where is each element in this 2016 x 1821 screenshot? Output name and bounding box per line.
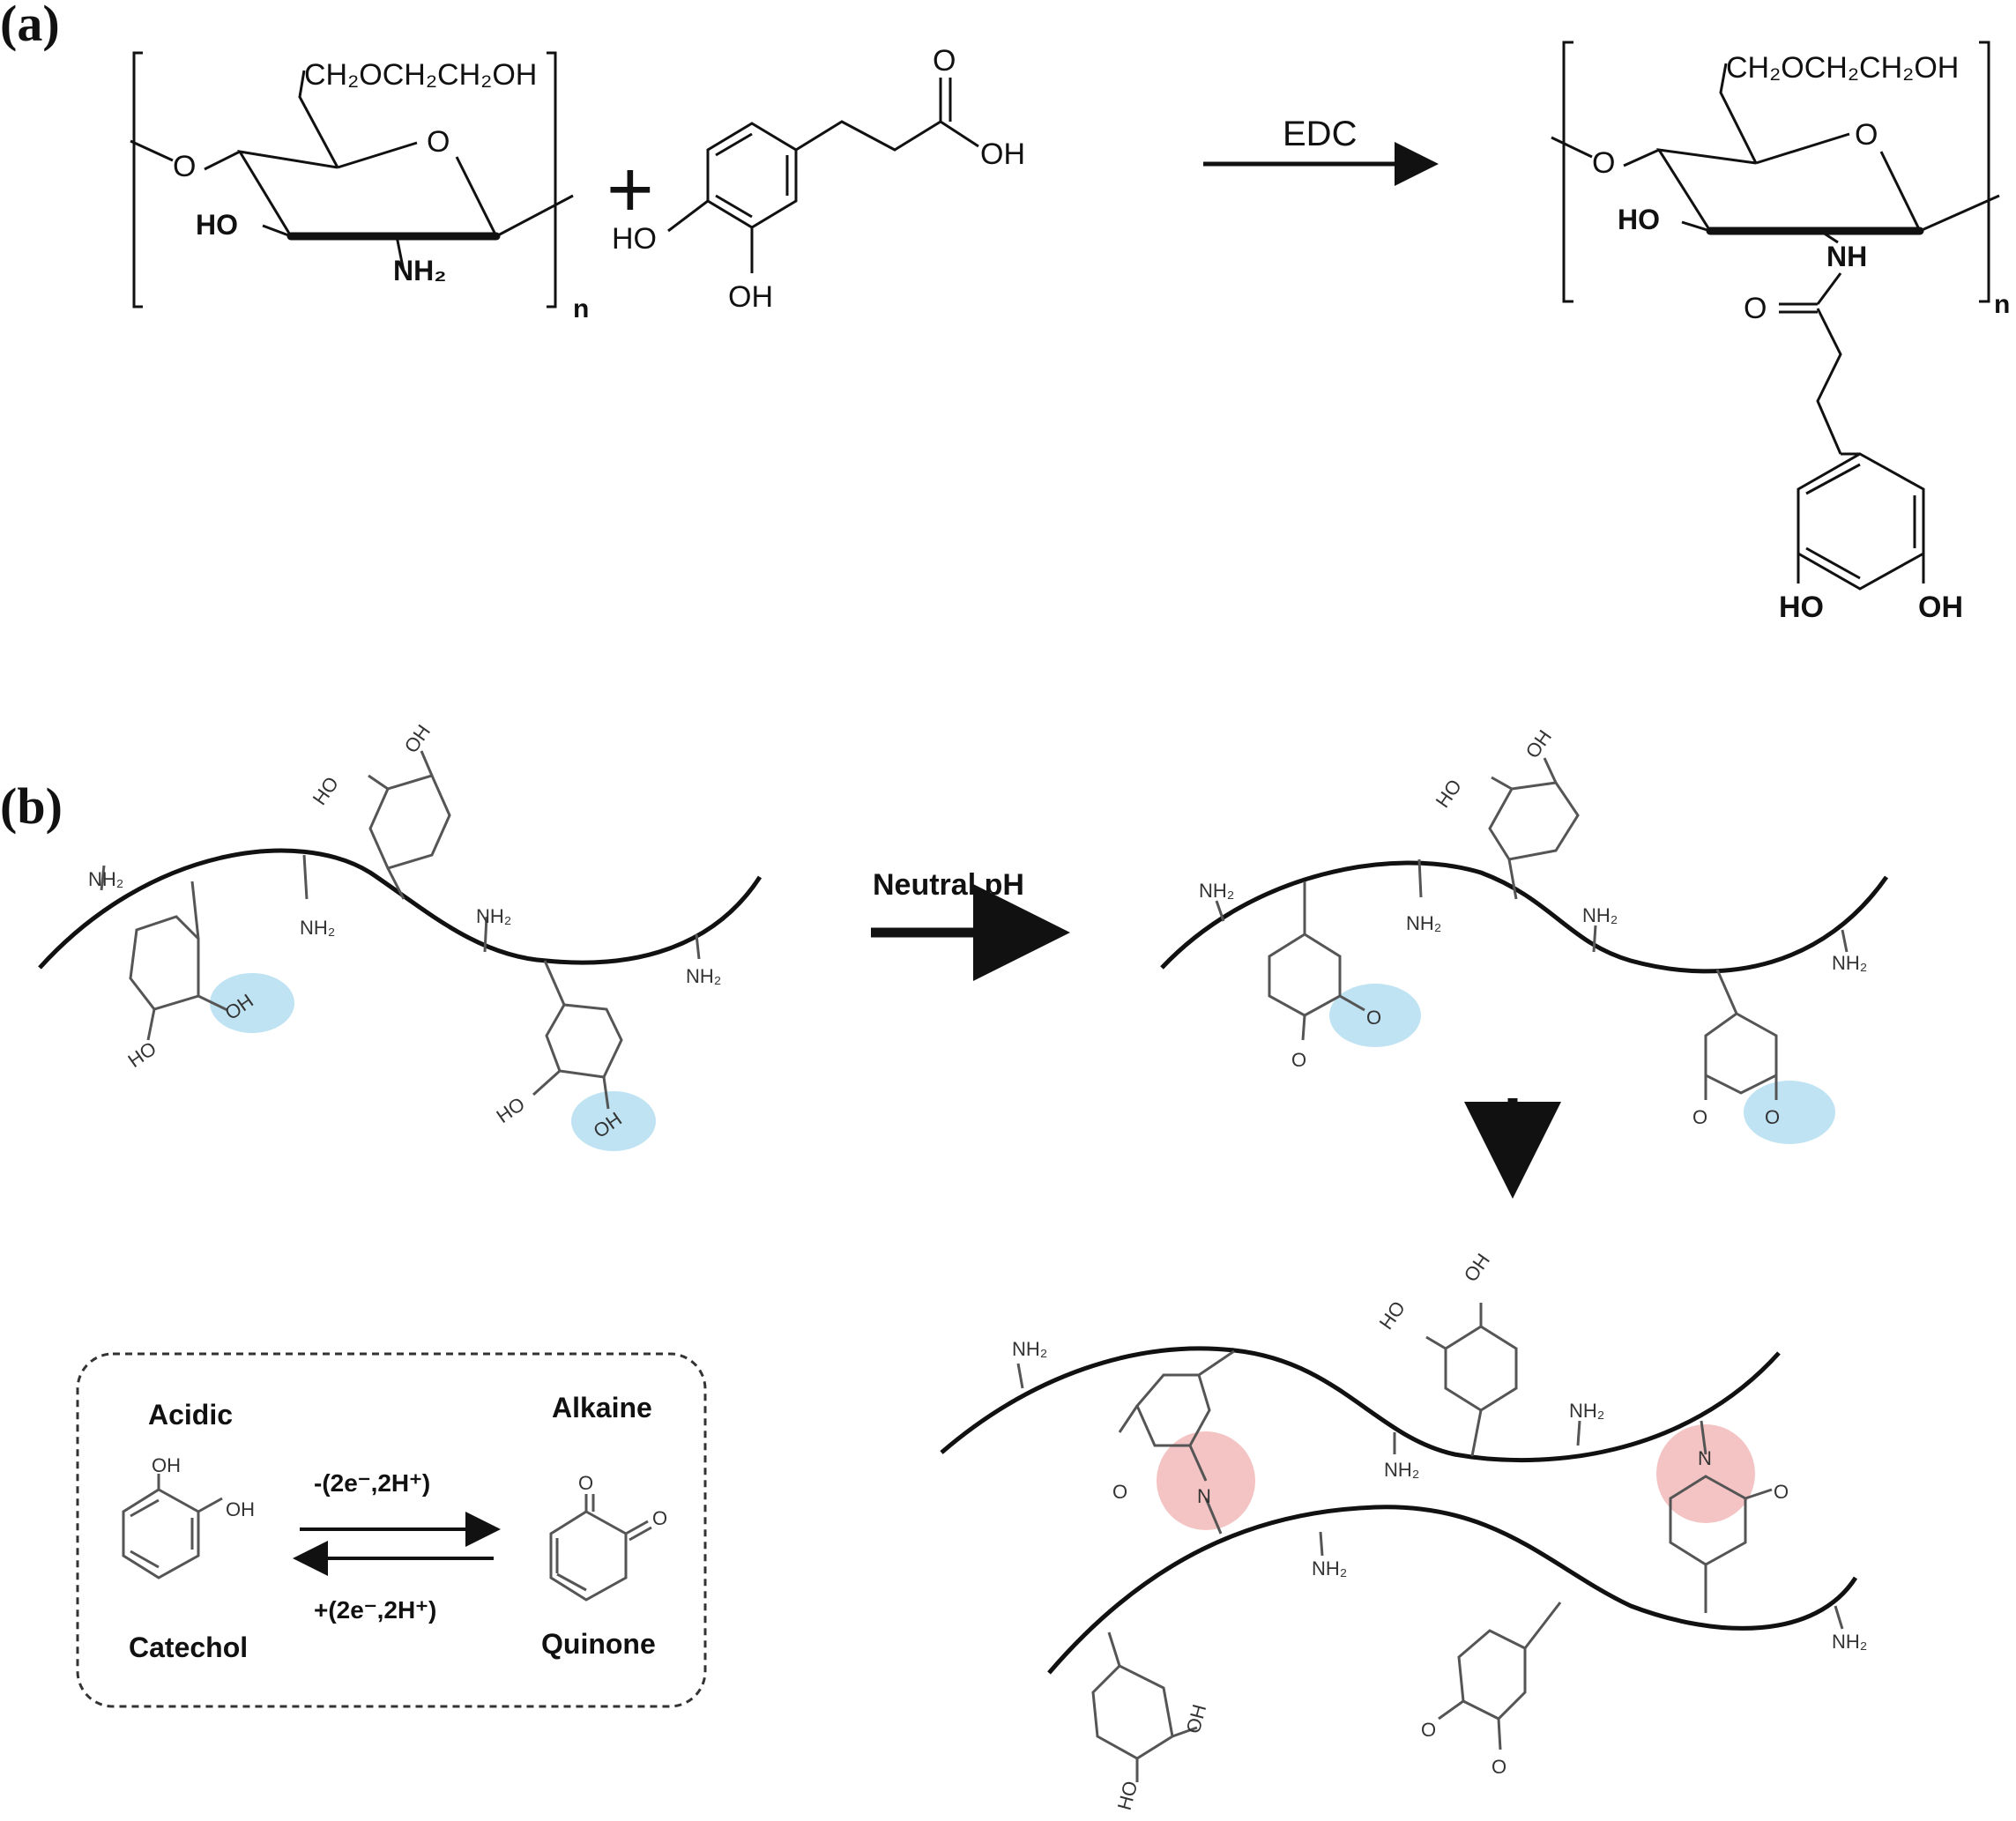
amine-label: NH₂ <box>1312 1557 1347 1579</box>
product-hydroxyl: HO <box>1618 204 1660 235</box>
hydroxyl-label: OH <box>1182 1702 1211 1736</box>
oxygen-label: O <box>1692 1106 1707 1128</box>
hydroxyl-label: OH <box>1460 1249 1494 1285</box>
amine-label: NH₂ <box>1012 1338 1047 1360</box>
neutral-ph-label: Neutral pH <box>873 868 1024 902</box>
crosslinked-network: NH₂ NH₂ NH₂ NH₂ NH₂ N O HO OH N O OH HO <box>940 1249 1867 1812</box>
hydroxyl-label: HO <box>1113 1779 1142 1812</box>
amine-label: NH₂ <box>1384 1459 1419 1481</box>
quinone-chain-oxidized: NH₂ NH₂ NH₂ NH₂ O O HO OH O O <box>1160 725 1889 1144</box>
legend-quinone-o-1: O <box>578 1472 593 1494</box>
panel-a-label: (a) <box>0 0 60 52</box>
amine-label: NH₂ <box>1832 1631 1867 1653</box>
product-repeat-n: n <box>1994 290 2010 319</box>
legend-alkaline: Alkaine <box>552 1392 652 1423</box>
amine-label: NH₂ <box>1406 912 1441 934</box>
chitosan-amine: NH₂ <box>393 255 446 286</box>
catechol-chitosan-product: CH₂OCH₂CH₂OH O O HO NH n O HO OH <box>1551 41 2010 624</box>
oxygen-label: O <box>1765 1106 1780 1128</box>
hydrocaffeic-acid: O OH HO OH <box>612 44 1025 314</box>
legend-box <box>76 1352 707 1708</box>
hydroxyl-label: HO <box>309 772 343 808</box>
chitosan-glycosidic-oxygen: O <box>173 150 196 183</box>
hydroxyethyl-chitosan-unit: CH₂OCH₂CH₂OH O O HO NH₂ n <box>130 51 589 323</box>
oxygen-label: O <box>1774 1481 1789 1503</box>
legend-catechol: Catechol <box>129 1631 248 1663</box>
product-side-chain: CH₂OCH₂CH₂OH <box>1726 51 1959 85</box>
product-catechol-ho: HO <box>1779 591 1824 624</box>
catechol-chain-neutral: NH₂ NH₂ NH₂ NH₂ OH HO HO OH HO OH <box>38 720 763 1151</box>
imine-highlight <box>1656 1424 1755 1523</box>
imine-nitrogen: N <box>1698 1447 1712 1469</box>
plus-sign: + <box>606 145 654 234</box>
catechol-hydroxyl-2: OH <box>728 280 773 314</box>
legend-catechol-oh-1: OH <box>152 1454 181 1476</box>
imine-nitrogen: N <box>1197 1485 1211 1507</box>
amine-label: NH₂ <box>88 868 123 890</box>
chitosan-side-chain: CH₂OCH₂CH₂OH <box>304 58 537 92</box>
amine-label: NH₂ <box>686 965 721 987</box>
amine-label: NH₂ <box>1832 952 1867 974</box>
oxygen-label: O <box>1112 1481 1127 1503</box>
product-glycosidic-oxygen: O <box>1592 146 1615 180</box>
oxygen-label: O <box>1366 1007 1381 1029</box>
edc-reagent-label: EDC <box>1283 115 1357 153</box>
amine-label: NH₂ <box>1199 880 1234 902</box>
amine-label: NH₂ <box>476 905 511 927</box>
hydroxyl-label: HO <box>124 1037 160 1072</box>
hydroxyl-label: OH <box>400 720 435 756</box>
legend-catechol-oh-2: OH <box>226 1498 255 1520</box>
product-ring-oxygen: O <box>1855 118 1878 152</box>
legend-quinone: Quinone <box>541 1628 656 1660</box>
catechol-hydroxyl-1: HO <box>612 222 657 256</box>
chitosan-ring-oxygen: O <box>427 125 450 159</box>
amine-label: NH₂ <box>300 917 335 939</box>
hydroxyl-highlight <box>571 1091 656 1151</box>
product-amide-oxygen: O <box>1744 292 1767 325</box>
panel-b-label: (b) <box>0 777 63 835</box>
legend-forward: -(2e⁻,2H⁺) <box>314 1469 430 1497</box>
hydroxyl-label: HO <box>1375 1297 1410 1333</box>
legend-acidic: Acidic <box>148 1399 233 1431</box>
product-amide-nh: NH <box>1826 241 1867 272</box>
chitosan-hydroxyl: HO <box>196 209 238 241</box>
legend-quinone-o-2: O <box>652 1507 667 1529</box>
oxygen-label: O <box>1421 1719 1436 1741</box>
amine-label: NH₂ <box>1569 1400 1604 1422</box>
catechol-quinone-legend: Acidic Alkaine OH OH -(2e⁻,2H⁺) +(2e⁻,2H… <box>76 1352 707 1708</box>
legend-reverse: +(2e⁻,2H⁺) <box>314 1596 436 1624</box>
acid-carbonyl-oxygen: O <box>933 44 956 78</box>
hydroxyl-label: HO <box>493 1093 529 1127</box>
amine-label: NH₂ <box>1582 904 1618 926</box>
hydroxyl-label: OH <box>1521 725 1556 762</box>
hydroxyl-highlight <box>210 973 294 1033</box>
hydroxyl-label: HO <box>1432 775 1466 811</box>
chitosan-repeat-n: n <box>573 294 589 323</box>
product-catechol-oh: OH <box>1918 591 1963 624</box>
oxygen-label: O <box>1291 1049 1306 1071</box>
acid-hydroxyl: OH <box>980 138 1025 171</box>
quinone-highlight <box>1329 984 1421 1047</box>
quinone-highlight <box>1744 1081 1835 1144</box>
oxygen-label: O <box>1492 1756 1506 1778</box>
